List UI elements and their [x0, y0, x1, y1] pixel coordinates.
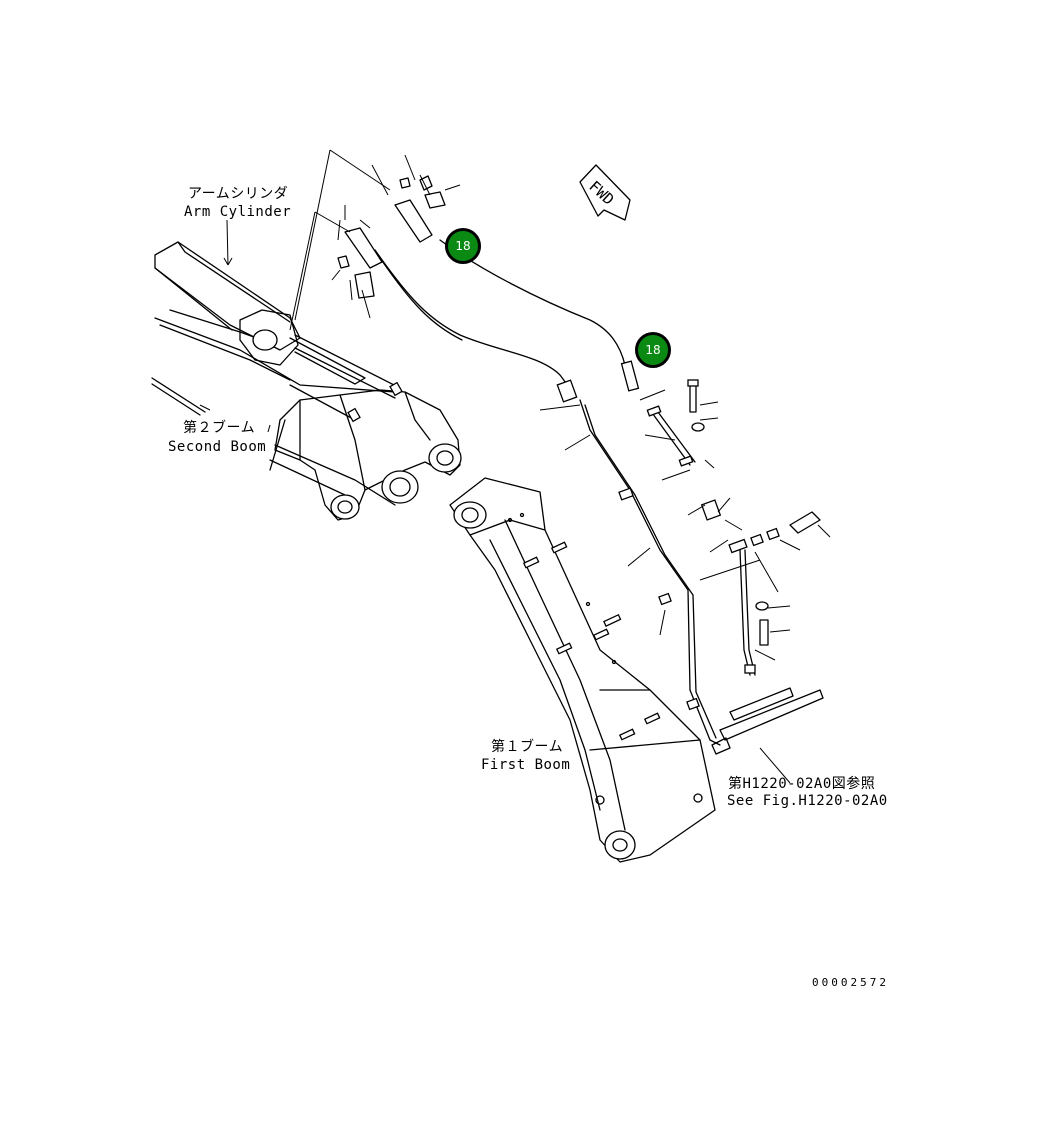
second-boom-label-jp: 第２ブーム: [183, 420, 256, 436]
part-callout-18-upper[interactable]: 18: [445, 228, 481, 264]
first-boom-drawing: [449, 477, 716, 863]
fwd-arrow-icon: [579, 164, 631, 221]
part-callout-18-lower[interactable]: 18: [635, 332, 671, 368]
see-figure-label-en: See Fig.H1220-02A0: [727, 793, 888, 809]
drawing-number: 00002572: [812, 976, 889, 989]
leader-lines: [199, 149, 831, 784]
arm-cylinder-label-jp: アームシリンダ: [188, 186, 289, 202]
second-boom-label-en: Second Boom: [168, 439, 267, 455]
first-boom-label-en: First Boom: [481, 757, 571, 773]
fittings: [337, 175, 824, 755]
see-figure-label-jp: 第H1220-02A0図参照: [728, 776, 876, 792]
first-boom-label-jp: 第１ブーム: [491, 739, 564, 755]
hose-lines: [374, 239, 756, 746]
second-boom-drawing: [151, 241, 462, 521]
arm-cylinder-label-en: Arm Cylinder: [184, 204, 292, 220]
